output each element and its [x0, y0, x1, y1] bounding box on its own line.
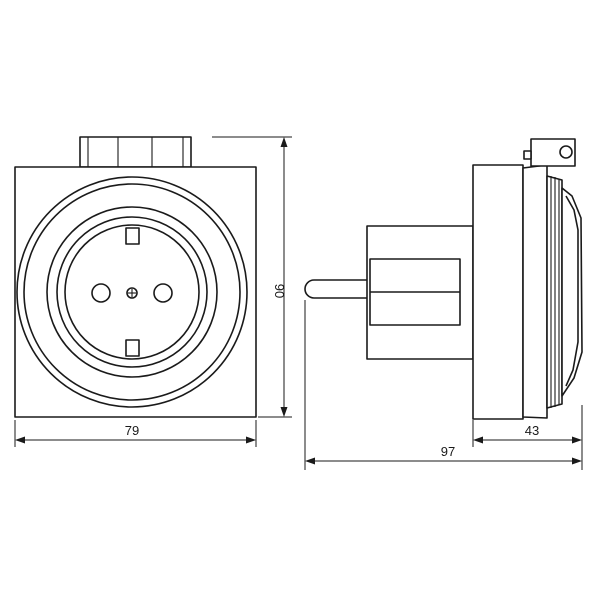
- dimension-total-depth-label: 97: [441, 444, 455, 459]
- dimension-height-label: 90: [272, 284, 287, 298]
- earth-clip-top: [125, 227, 140, 245]
- front-outer-ring: [16, 176, 248, 408]
- dimension-total-depth: 97: [304, 300, 582, 470]
- front-housing: [14, 166, 257, 418]
- front-ring-3: [46, 206, 218, 378]
- side-view: [304, 138, 583, 420]
- socket-face: [64, 224, 200, 360]
- dimension-height: 90: [212, 136, 292, 418]
- side-housing: [472, 164, 524, 420]
- plug-body: [366, 225, 474, 360]
- front-view: [14, 136, 257, 418]
- side-lid-flange: [522, 164, 583, 419]
- dimension-side-depth-label: 43: [525, 423, 539, 438]
- front-top-tab: [79, 136, 192, 168]
- center-screw-icon: [126, 287, 138, 299]
- dimension-width: 79: [14, 420, 257, 447]
- dimension-side-depth: 43: [472, 405, 583, 470]
- pin-hole-left: [91, 283, 111, 303]
- front-ring-2: [23, 183, 241, 401]
- earth-clip-bottom: [125, 339, 140, 357]
- plug-pin: [304, 279, 373, 299]
- front-ring-4: [56, 216, 208, 368]
- dimension-width-label: 79: [125, 423, 139, 438]
- side-hinge-clip: [523, 138, 576, 167]
- pin-hole-right: [153, 283, 173, 303]
